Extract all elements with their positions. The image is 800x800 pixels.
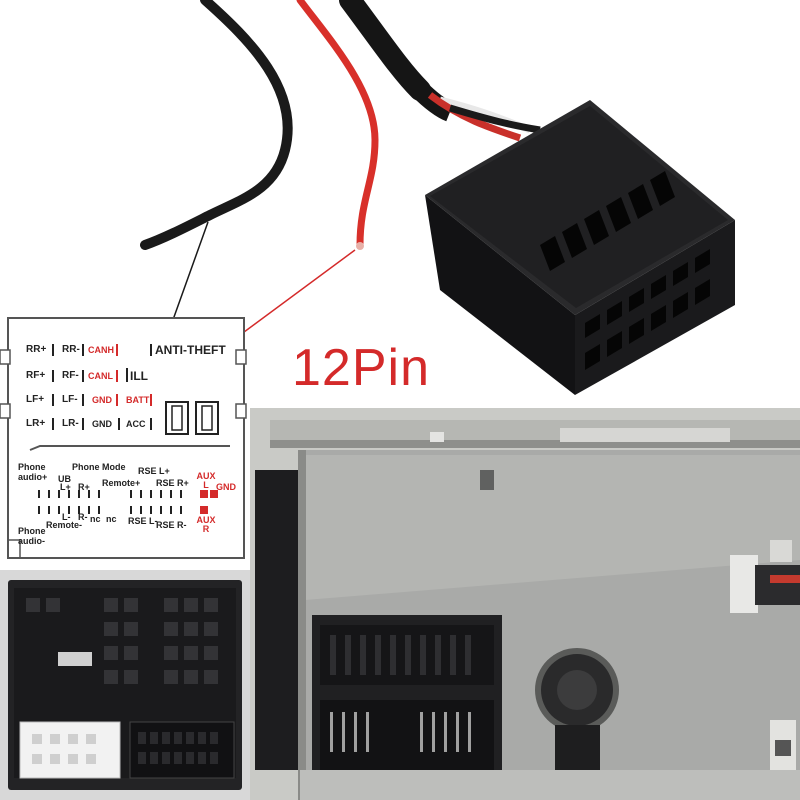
pin-rse-l-minus: RSE L- [128, 516, 158, 526]
pin-canh: CANH [88, 345, 114, 355]
pin-rr-minus: RR- [62, 344, 80, 355]
twelve-pin-label: 12Pin [292, 339, 430, 397]
pin-ub: UB [58, 474, 71, 484]
pin-l-minus: L- [62, 512, 71, 522]
cable-bundle [339, 0, 541, 142]
pin-rse-r-minus: RSE R- [156, 520, 187, 530]
pin-remote-plus: Remote+ [102, 478, 141, 488]
pin-canl: CANL [88, 371, 113, 381]
twelve-pin-connector [425, 100, 735, 395]
pin-aux-r: AUX R [196, 515, 216, 534]
pin-rse-l-plus: RSE L+ [138, 466, 170, 476]
pin-rr-plus: RR+ [26, 344, 47, 355]
pin-r-plus: R+ [78, 482, 90, 492]
pin-batt: BATT [126, 395, 150, 405]
pin-lr-plus: LR+ [26, 418, 46, 429]
pin-rf-minus: RF- [62, 370, 79, 381]
pin-remote-minus: Remote- [46, 520, 83, 530]
red-wire [296, 0, 379, 249]
pin-anti-theft: ANTI-THEFT [155, 343, 226, 357]
black-wire [140, 0, 293, 250]
pin-lf-minus: LF- [62, 394, 78, 405]
radio-chassis-photo [250, 408, 800, 800]
pin-ill: ILL [130, 369, 148, 383]
pin-rse-r-plus: RSE R+ [156, 478, 189, 488]
pin-gnd-red: GND [92, 395, 112, 405]
pin-nc-2: nc [106, 514, 117, 524]
pin-aux-gnd: GND [216, 482, 236, 492]
pin-gnd: GND [92, 419, 112, 429]
pinout-diagram [0, 317, 247, 559]
pin-phone-audio-plus: Phone audio+ [18, 462, 48, 482]
pin-phone-mode: Phone Mode [72, 462, 126, 472]
pin-rf-plus: RF+ [26, 370, 46, 381]
pin-aux-l: AUX L [196, 471, 216, 490]
pin-lr-minus: LR- [62, 418, 79, 429]
pin-phone-audio-minus: Phone audio- [18, 526, 46, 546]
pin-nc-1: nc [90, 514, 101, 524]
pin-l-plus: L+ [60, 482, 71, 492]
connector-socket-photo [0, 570, 250, 800]
pin-acc: ACC [126, 419, 146, 429]
pin-r-minus: R- [78, 512, 88, 522]
pin-lf-plus: LF+ [26, 394, 45, 405]
